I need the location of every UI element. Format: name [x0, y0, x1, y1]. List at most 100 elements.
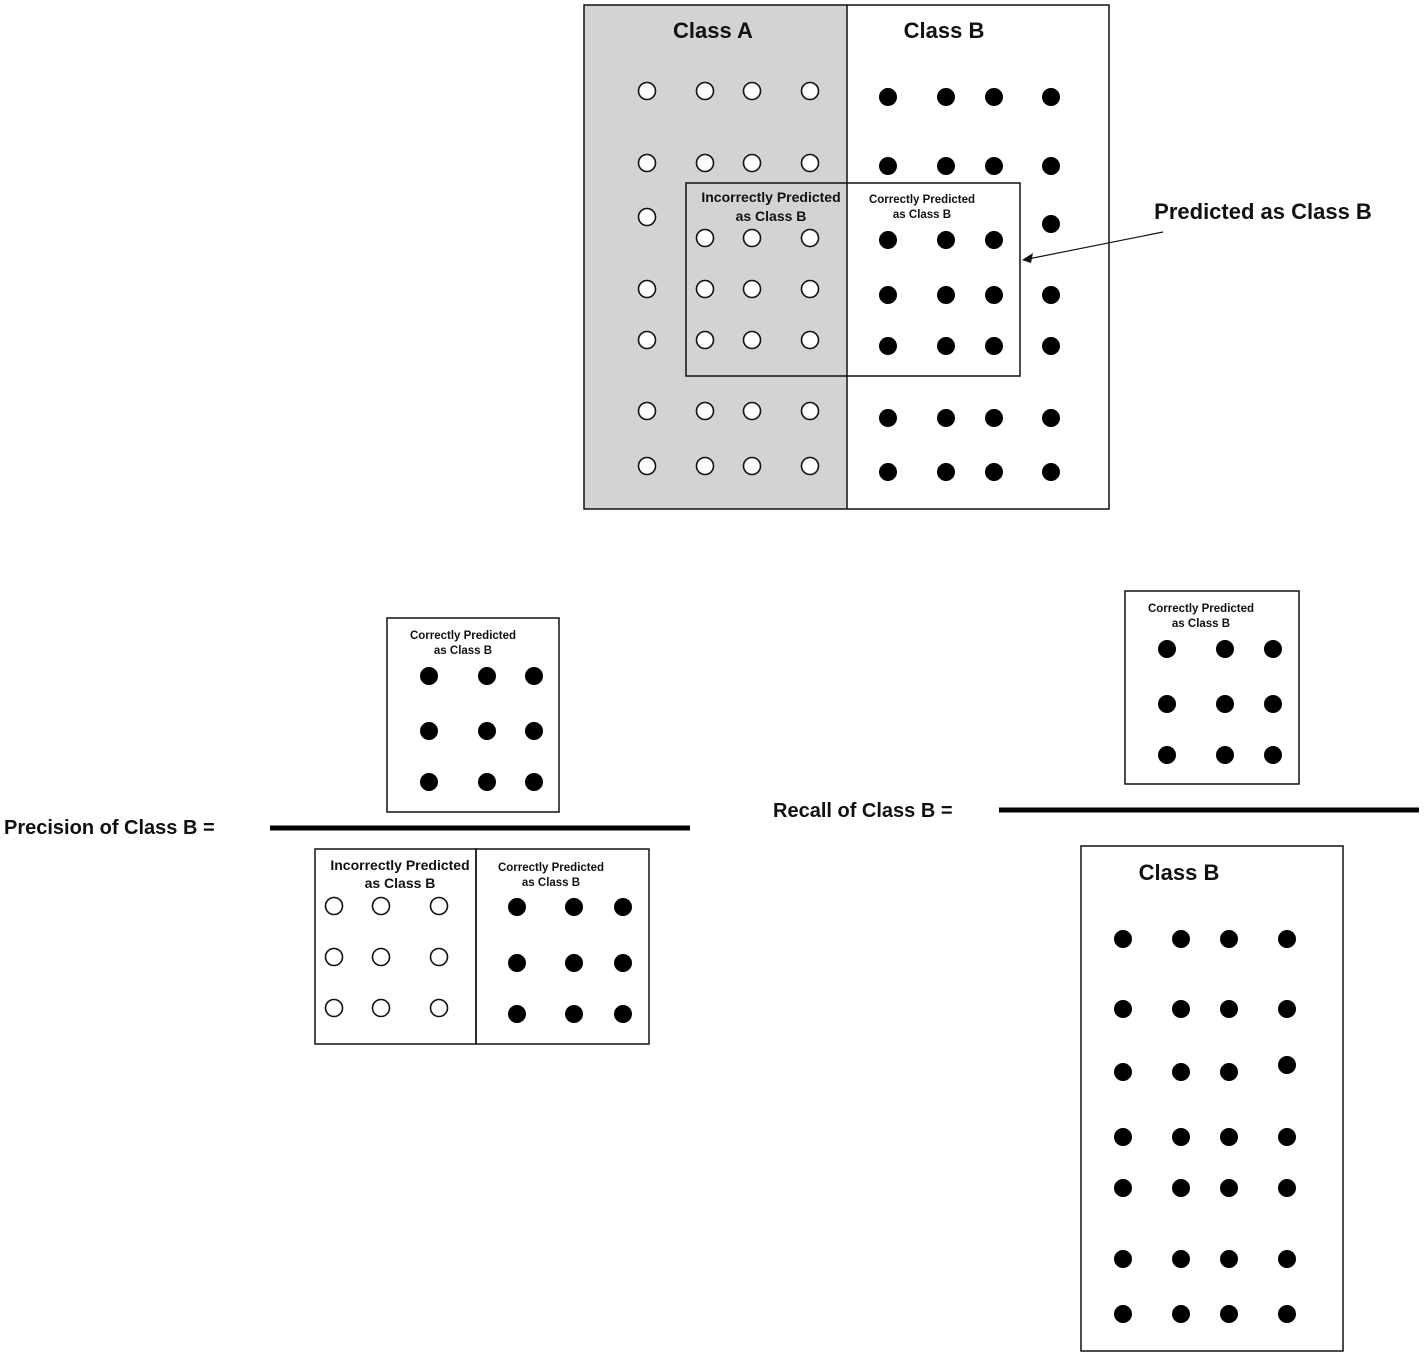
filled-dot: [937, 88, 955, 106]
open-dot: [637, 207, 657, 227]
filled-dot: [565, 954, 583, 972]
filled-dot: [1114, 1305, 1132, 1323]
filled-dot: [1042, 157, 1060, 175]
precision-numerator-label-line1: Correctly Predicted: [410, 630, 516, 642]
open-dot: [800, 456, 820, 476]
open-dot: [324, 998, 344, 1018]
filled-dot: [1172, 1000, 1190, 1018]
open-dot: [371, 998, 391, 1018]
filled-dot: [879, 286, 897, 304]
open-dot: [695, 81, 715, 101]
precision-denominator-correct-line1: Correctly Predicted: [498, 862, 604, 874]
filled-dot: [879, 88, 897, 106]
open-dot: [429, 947, 449, 967]
filled-dot: [1216, 746, 1234, 764]
filled-dot: [937, 409, 955, 427]
filled-dot: [1042, 286, 1060, 304]
filled-dot: [879, 337, 897, 355]
filled-dot: [1114, 1000, 1132, 1018]
filled-dot: [1216, 695, 1234, 713]
precision-denominator-correct-box: [475, 848, 650, 1045]
open-dot: [695, 153, 715, 173]
callout-arrowhead: [1022, 253, 1033, 263]
open-dot: [637, 153, 657, 173]
filled-dot: [478, 722, 496, 740]
filled-dot: [565, 898, 583, 916]
filled-dot: [1220, 930, 1238, 948]
class-b-dots: [879, 88, 1060, 481]
filled-dot: [1042, 409, 1060, 427]
class-b-title: Class B: [904, 18, 985, 43]
open-dot: [800, 228, 820, 248]
open-dot: [695, 401, 715, 421]
open-dot: [637, 330, 657, 350]
filled-dot: [985, 286, 1003, 304]
filled-dot: [985, 157, 1003, 175]
class-a-title: Class A: [673, 18, 753, 43]
filled-dot: [1264, 695, 1282, 713]
filled-dot: [614, 954, 632, 972]
filled-dot: [937, 337, 955, 355]
filled-dot: [879, 463, 897, 481]
recall-denominator-box: [1080, 845, 1344, 1352]
open-dot: [324, 896, 344, 916]
filled-dot: [985, 409, 1003, 427]
filled-dot: [565, 1005, 583, 1023]
open-dot: [429, 998, 449, 1018]
filled-dot: [1158, 640, 1176, 658]
filled-dot: [1220, 1179, 1238, 1197]
open-dot: [695, 456, 715, 476]
filled-dot: [1042, 215, 1060, 233]
open-dot: [742, 228, 762, 248]
filled-dot: [1264, 640, 1282, 658]
filled-dot: [508, 1005, 526, 1023]
recall-denominator-label: Class B: [1139, 860, 1220, 885]
open-dot: [429, 896, 449, 916]
filled-dot: [937, 286, 955, 304]
open-dot: [800, 81, 820, 101]
filled-dot: [985, 88, 1003, 106]
recall-label: Recall of Class B =: [773, 800, 953, 822]
predicted-box: [685, 182, 1021, 377]
filled-dot: [1172, 1305, 1190, 1323]
class-a-region: [584, 5, 847, 509]
filled-dot: [1278, 1128, 1296, 1146]
class-a-dots: [637, 81, 820, 476]
filled-dot: [1220, 1063, 1238, 1081]
filled-dot: [1216, 640, 1234, 658]
open-dot: [371, 947, 391, 967]
open-dot: [800, 401, 820, 421]
filled-dot: [1042, 337, 1060, 355]
filled-dot: [1220, 1000, 1238, 1018]
filled-dot: [614, 898, 632, 916]
recall-numerator-label-line2: as Class B: [1172, 618, 1230, 630]
filled-dot: [879, 409, 897, 427]
filled-dot: [420, 722, 438, 740]
filled-dot: [1114, 1128, 1132, 1146]
filled-dot: [1042, 88, 1060, 106]
open-dot: [742, 401, 762, 421]
open-dot: [371, 896, 391, 916]
filled-dot: [508, 954, 526, 972]
filled-dot: [879, 231, 897, 249]
filled-dot: [420, 773, 438, 791]
incorrect-label-line1: Incorrectly Predicted: [701, 189, 840, 205]
filled-dot: [1278, 930, 1296, 948]
filled-dot: [1172, 1179, 1190, 1197]
filled-dot: [1220, 1250, 1238, 1268]
filled-dot: [1278, 1000, 1296, 1018]
filled-dot: [1114, 1250, 1132, 1268]
filled-dot: [1158, 695, 1176, 713]
precision-denominator-incorrect-line1: Incorrectly Predicted: [330, 857, 469, 873]
filled-dot: [1158, 746, 1176, 764]
filled-dot: [985, 231, 1003, 249]
callout-arrow-line: [1027, 231, 1164, 260]
filled-dot: [1114, 930, 1132, 948]
filled-dot: [1278, 1305, 1296, 1323]
open-dot: [800, 153, 820, 173]
filled-dot: [1114, 1179, 1132, 1197]
filled-dot: [525, 722, 543, 740]
filled-dot: [525, 773, 543, 791]
filled-dot: [1042, 463, 1060, 481]
